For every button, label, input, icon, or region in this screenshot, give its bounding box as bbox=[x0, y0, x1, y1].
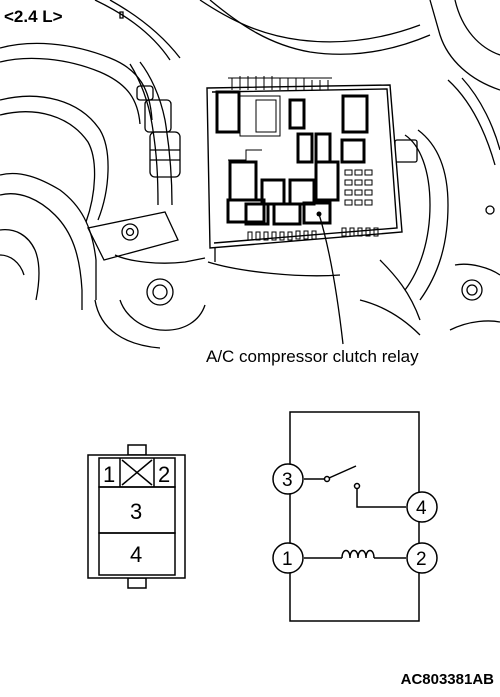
schematic-terminals bbox=[272, 463, 438, 574]
connector-pin-2: 2 bbox=[158, 462, 170, 487]
relay-connector-face bbox=[87, 444, 186, 589]
connector-pin-3: 3 bbox=[130, 499, 142, 524]
engine-variant-label: <2.4 L> bbox=[4, 7, 63, 26]
engine-bay-illustration bbox=[0, 0, 500, 349]
blank-terminal-cross-icon bbox=[121, 459, 153, 486]
relays bbox=[215, 90, 369, 226]
schematic-terminal-3: 3 bbox=[282, 470, 293, 491]
schematic-terminal-2: 2 bbox=[416, 549, 427, 570]
relay-box bbox=[206, 76, 403, 249]
relay-callout-label: A/C compressor clutch relay bbox=[206, 347, 419, 366]
schematic-terminal-4: 4 bbox=[416, 498, 427, 519]
schematic-terminal-1: 1 bbox=[282, 549, 293, 570]
connector-pin-4: 4 bbox=[130, 542, 142, 567]
callout-leader bbox=[316, 211, 344, 345]
connector-pin-1: 1 bbox=[103, 462, 115, 487]
ac-clutch-relay-marker bbox=[302, 201, 332, 225]
relay-schematic bbox=[289, 411, 420, 622]
figure-code: AC803381AB bbox=[401, 671, 495, 688]
